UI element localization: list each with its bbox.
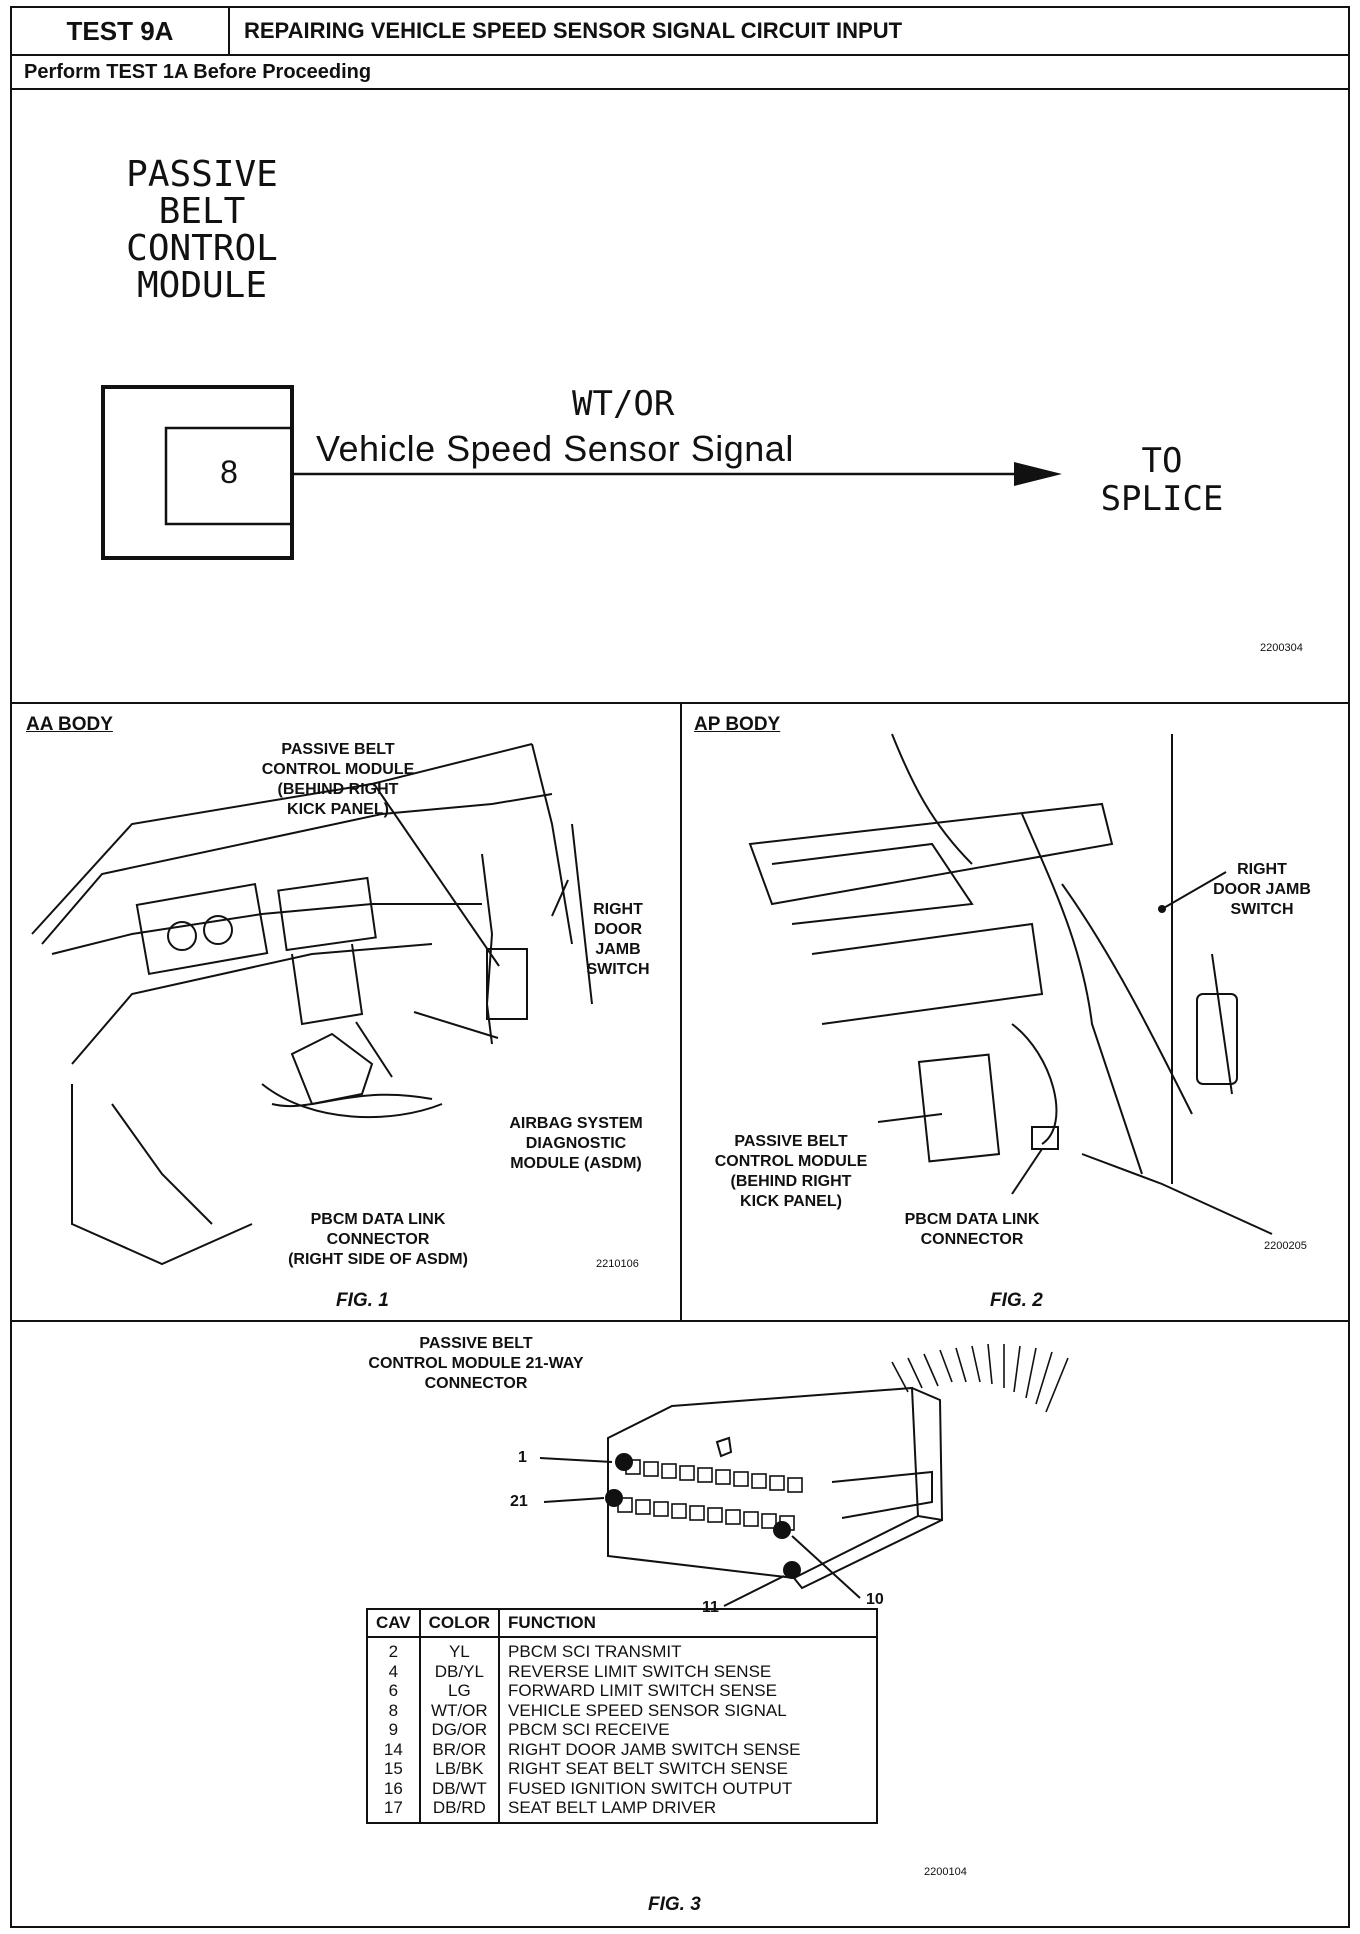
table-row: 2 YL PBCM SCI TRANSMIT bbox=[367, 1637, 877, 1662]
wire-bundle bbox=[891, 1343, 1069, 1413]
pin-10-leader bbox=[791, 1535, 861, 1599]
prerequisite-note: Perform TEST 1A Before Proceeding bbox=[12, 56, 1348, 90]
dash-lower bbox=[71, 943, 433, 1065]
fig2-caption: FIG. 2 bbox=[990, 1290, 1043, 1311]
ap-body-drawing bbox=[748, 733, 1273, 1235]
ap-body-heading: AP BODY bbox=[694, 714, 781, 735]
pin-21-leader bbox=[543, 1497, 605, 1503]
pin-21-marker bbox=[605, 1489, 623, 1507]
col-color: COLOR bbox=[419, 1609, 501, 1638]
pin-1-marker bbox=[615, 1453, 633, 1471]
lower-trim bbox=[811, 922, 1044, 1025]
test-header: TEST 9A REPAIRING VEHICLE SPEED SENSOR S… bbox=[12, 8, 1348, 56]
latch bbox=[831, 1470, 933, 1519]
pin-10-label: 10 bbox=[866, 1591, 884, 1608]
table-row: 14 BR/OR RIGHT DOOR JAMB SWITCH SENSE bbox=[367, 1739, 877, 1759]
table-row: 16 DB/WT FUSED IGNITION SWITCH OUTPUT bbox=[367, 1778, 877, 1798]
harness-connector bbox=[1196, 993, 1238, 1085]
fig2-code: 2200205 bbox=[1264, 1240, 1307, 1252]
data-link-connector bbox=[1031, 1126, 1059, 1150]
door-switch-leader bbox=[551, 879, 569, 917]
console bbox=[291, 943, 364, 1026]
aa-door-switch-label: RIGHT DOOR JAMB SWITCH bbox=[586, 901, 650, 978]
cavity-row-bottom bbox=[617, 1497, 795, 1531]
table-row: 4 DB/YL REVERSE LIMIT SWITCH SENSE bbox=[367, 1661, 877, 1681]
table-row: 15 LB/BK RIGHT SEAT BELT SWITCH SENSE bbox=[367, 1759, 877, 1779]
aa-pbcm-label: PASSIVE BELT CONTROL MODULE (BEHIND RIGH… bbox=[261, 741, 415, 818]
aa-asdm-label: AIRBAG SYSTEM DIAGNOSTIC MODULE (ASDM) bbox=[509, 1115, 643, 1172]
asdm-leader bbox=[413, 1011, 499, 1039]
door-switch-leader bbox=[1161, 871, 1227, 910]
table-row: 8 WT/OR VEHICLE SPEED SENSOR SIGNAL bbox=[367, 1700, 877, 1720]
data-link-leader bbox=[355, 1021, 393, 1078]
pbcm-module bbox=[917, 1053, 1001, 1163]
fig1-caption: FIG. 1 bbox=[336, 1290, 389, 1311]
wire-destination: TO SPLICE bbox=[1100, 441, 1224, 519]
aa-body-heading: AA BODY bbox=[26, 714, 113, 735]
data-link-leader bbox=[1011, 1148, 1043, 1195]
pin-11-leader bbox=[723, 1575, 785, 1607]
pin-11-marker bbox=[783, 1561, 801, 1579]
connector-drawing bbox=[539, 1343, 1069, 1607]
wire-color: WT/OR bbox=[572, 384, 675, 424]
wire-arrowhead bbox=[1014, 462, 1062, 486]
table-row: 6 LG FORWARD LIMIT SWITCH SENSE bbox=[367, 1681, 877, 1701]
pin-1-leader bbox=[539, 1457, 613, 1463]
cavity-box bbox=[164, 426, 294, 526]
fig3-caption: FIG. 3 bbox=[648, 1894, 701, 1915]
fig1-code: 2210106 bbox=[596, 1258, 639, 1270]
wire-function: Vehicle Speed Sensor Signal bbox=[316, 428, 794, 469]
cavity-table: CAV COLOR FUNCTION 2 YL PBCM SCI TRANSMI… bbox=[366, 1608, 879, 1824]
table-row: 17 DB/RD SEAT BELT LAMP DRIVER bbox=[367, 1798, 877, 1823]
wiring-schematic: PASSIVE BELT CONTROL MODULE 8 WT/OR Vehi… bbox=[12, 90, 1348, 704]
floor bbox=[71, 1084, 253, 1266]
table-row: 9 DG/OR PBCM SCI RECEIVE bbox=[367, 1720, 877, 1740]
schematic-lines bbox=[101, 385, 1062, 560]
test-title: REPAIRING VEHICLE SPEED SENSOR SIGNAL CI… bbox=[244, 18, 903, 43]
pin-21-label: 21 bbox=[510, 1493, 528, 1510]
asdm-module bbox=[290, 1032, 374, 1106]
module-label: PASSIVE BELT CONTROL MODULE bbox=[126, 154, 278, 306]
connector-section: PASSIVE BELT CONTROL MODULE 21-WAY CONNE… bbox=[12, 1322, 1348, 1928]
pin-10-marker bbox=[773, 1521, 791, 1539]
panel-divider bbox=[680, 704, 682, 1320]
fig3-code: 2200104 bbox=[924, 1866, 967, 1878]
pbcm-module bbox=[486, 948, 528, 1020]
col-function: FUNCTION bbox=[499, 1609, 878, 1638]
aa-body-drawing bbox=[31, 743, 593, 1266]
instrument-cluster bbox=[135, 882, 269, 976]
test-number: TEST 9A bbox=[12, 8, 230, 54]
table-header-row: CAV COLOR FUNCTION bbox=[367, 1609, 878, 1638]
pin-1-label: 1 bbox=[518, 1449, 527, 1466]
service-manual-page: TEST 9A REPAIRING VEHICLE SPEED SENSOR S… bbox=[10, 6, 1350, 1928]
connector-label: PASSIVE BELT CONTROL MODULE 21-WAY CONNE… bbox=[368, 1335, 584, 1392]
aa-data-link-label: PBCM DATA LINK CONNECTOR (RIGHT SIDE OF … bbox=[288, 1211, 468, 1268]
ap-pbcm-label: PASSIVE BELT CONTROL MODULE (BEHIND RIGH… bbox=[714, 1133, 868, 1210]
body-illustrations: AA BODY bbox=[12, 704, 1348, 1322]
dash-panel bbox=[748, 802, 1114, 906]
cavity-number: 8 bbox=[220, 454, 238, 490]
door-switch-marker bbox=[1158, 905, 1166, 913]
wiring-harness bbox=[1021, 813, 1143, 1175]
ap-door-switch-label: RIGHT DOOR JAMB SWITCH bbox=[1213, 861, 1311, 918]
windshield-edge bbox=[31, 743, 533, 935]
cavity-row-top bbox=[625, 1459, 803, 1493]
pbcm-leader bbox=[877, 1113, 943, 1123]
ap-data-link-label: PBCM DATA LINK CONNECTOR bbox=[904, 1211, 1040, 1248]
col-cav: CAV bbox=[367, 1609, 421, 1638]
pbcm-leader bbox=[373, 783, 500, 967]
a-pillar bbox=[531, 743, 573, 945]
figure-code: 2200304 bbox=[1260, 642, 1303, 654]
